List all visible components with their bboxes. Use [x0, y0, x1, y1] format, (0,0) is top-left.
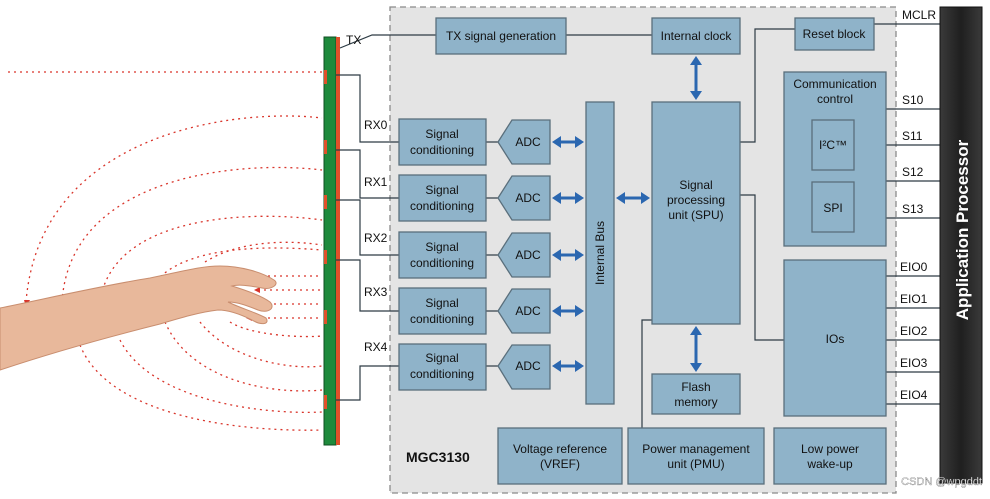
electrode-panel: [323, 36, 337, 446]
rx-channel: Signal conditioning ADC: [398, 231, 551, 279]
rx1-label: RX1: [364, 175, 388, 189]
rx4-label: RX4: [364, 340, 388, 354]
pin-mclr: MCLR: [902, 8, 936, 22]
electrode-segment: [324, 70, 327, 84]
pin-eio2: EIO2: [900, 324, 928, 338]
i2c-label: I²C™: [819, 138, 847, 152]
electrode-tx-layer: [336, 37, 340, 445]
spi-label: SPI: [823, 201, 842, 215]
electrode-segment: [324, 250, 327, 264]
low-power-wakeup-block: Low power wake-up: [773, 427, 887, 485]
rx-channel: Signal conditioning ADC: [398, 118, 551, 166]
field-line: [229, 321, 323, 338]
pin-s10: S10: [902, 93, 924, 107]
application-processor-label: Application Processor: [953, 139, 972, 320]
comm-control-label-2: control: [817, 92, 853, 106]
electrode-segment: [324, 195, 327, 209]
signal-conditioning-label: conditioning: [410, 256, 474, 270]
pin-s12: S12: [902, 165, 924, 179]
adc-label: ADC: [515, 304, 541, 318]
electrode-segment: [324, 140, 327, 154]
rx-channel: Signal conditioning ADC: [398, 287, 551, 335]
field-line: [144, 247, 323, 303]
pmu-label-1: Power management: [642, 442, 750, 456]
field-line: [61, 166, 323, 303]
signal-conditioning-label: conditioning: [410, 367, 474, 381]
reset-block-label: Reset block: [803, 27, 867, 41]
vref-label-1: Voltage reference: [513, 442, 607, 456]
bidirectional-arrows: [552, 56, 702, 372]
spu-label-2: processing: [667, 193, 725, 207]
vref-block: Voltage reference (VREF): [497, 427, 623, 485]
tx-signal-generation-block: TX signal generation: [435, 17, 567, 55]
pmu-block: Power management unit (PMU): [627, 427, 765, 485]
chip-name: MGC3130: [406, 449, 470, 465]
spu-block: Signal processing unit (SPU): [651, 101, 741, 325]
field-line: [119, 339, 323, 413]
rx-channel: Signal conditioning ADC: [398, 343, 551, 391]
watermark: CSDN @wpgddt: [901, 476, 982, 488]
comm-control-label-1: Communication: [793, 77, 876, 91]
rx0-label: RX0: [364, 118, 388, 132]
signal-conditioning-label: Signal: [425, 240, 458, 254]
tx-signal-generation-label: TX signal generation: [446, 29, 556, 43]
adc-label: ADC: [515, 135, 541, 149]
adc-label: ADC: [515, 191, 541, 205]
application-processor-block: Application Processor: [939, 6, 983, 484]
rx-channels: Signal conditioning ADC Signal condition…: [398, 118, 551, 391]
pin-eio1: EIO1: [900, 292, 928, 306]
field-line: [164, 321, 323, 392]
pin-s13: S13: [902, 202, 924, 216]
pin-eio3: EIO3: [900, 356, 928, 370]
spu-label-3: unit (SPU): [668, 208, 723, 222]
internal-bus-block: Internal Bus: [585, 101, 615, 405]
pmu-label-2: unit (PMU): [667, 457, 724, 471]
spu-label-1: Signal: [679, 178, 712, 192]
field-line: [79, 344, 323, 431]
reset-block: Reset block: [794, 17, 875, 51]
signal-conditioning-label: conditioning: [410, 143, 474, 157]
pin-eio0: EIO0: [900, 260, 928, 274]
field-arrowhead: [254, 287, 260, 293]
signal-conditioning-label: Signal: [425, 296, 458, 310]
pin-s11: S11: [902, 129, 923, 143]
internal-bus-label: Internal Bus: [593, 221, 607, 285]
rx2-label: RX2: [364, 231, 388, 245]
signal-conditioning-label: Signal: [425, 127, 458, 141]
flash-label-2: memory: [674, 395, 717, 409]
hand-field-illustration: [0, 36, 340, 446]
communication-control-block: Communication control I²C™ SPI: [783, 71, 887, 247]
adc-label: ADC: [515, 248, 541, 262]
lpw-label-2: wake-up: [806, 457, 853, 471]
field-line: [99, 215, 323, 303]
tx-label: TX: [346, 33, 361, 47]
field-line: [199, 321, 323, 368]
internal-clock-label: Internal clock: [661, 29, 733, 43]
wires: [336, 23, 940, 428]
field-line: [204, 241, 323, 263]
vref-label-2: (VREF): [540, 457, 580, 471]
pin-eio4: EIO4: [900, 388, 928, 402]
internal-clock-block: Internal clock: [651, 17, 741, 55]
signal-conditioning-label: conditioning: [410, 312, 474, 326]
flash-memory-block: Flash memory: [651, 373, 741, 415]
electrode-segment: [324, 395, 327, 409]
hand-icon: [0, 265, 277, 371]
adc-label: ADC: [515, 359, 541, 373]
lpw-label-1: Low power: [801, 442, 859, 456]
electrode-segment: [324, 310, 327, 324]
signal-conditioning-label: Signal: [425, 183, 458, 197]
flash-label-1: Flash: [681, 380, 710, 394]
ios-label: IOs: [826, 332, 845, 346]
signal-conditioning-label: conditioning: [410, 199, 474, 213]
rx3-label: RX3: [364, 285, 388, 299]
rx-channel: Signal conditioning ADC: [398, 174, 551, 222]
signal-conditioning-label: Signal: [425, 351, 458, 365]
ios-block: IOs: [783, 259, 887, 417]
